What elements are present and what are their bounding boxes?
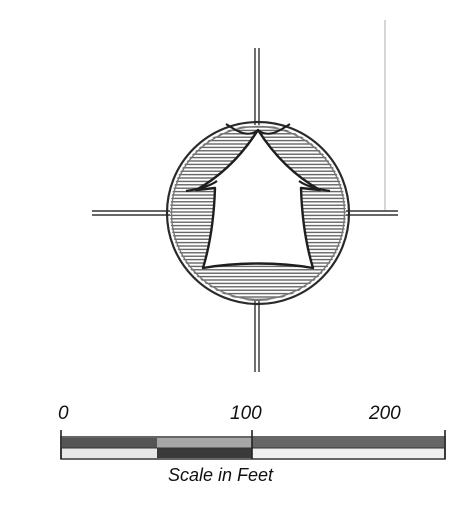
- north-arrow-barb-right: [298, 180, 331, 193]
- north-arrow-icon: [92, 48, 398, 372]
- scale-segment-top-2: [157, 438, 252, 448]
- scale-tick-label-100: 100: [230, 403, 262, 424]
- north-arrow-barb-left: [185, 180, 218, 193]
- scale-segment-bottom-1: [62, 448, 157, 458]
- scale-bar-title: Scale in Feet: [168, 465, 274, 485]
- scale-segment-top-3: [252, 438, 444, 448]
- scale-segment-bottom-2: [157, 448, 252, 458]
- scale-segment-top-1: [62, 438, 157, 448]
- north-arrow-tip-right: [257, 123, 291, 135]
- scale-tick-label-200: 200: [369, 403, 401, 424]
- north-arrow-inner-ring: [170, 125, 346, 301]
- north-arrow-outer-ring: [165, 120, 351, 306]
- scale-tick-label-0: 0: [58, 403, 69, 424]
- north-arrow-crosshair: [92, 48, 398, 372]
- scale-bar: [60, 430, 446, 460]
- scale-segment-bottom-3: [252, 448, 444, 458]
- north-arrow-tip-left: [225, 123, 259, 135]
